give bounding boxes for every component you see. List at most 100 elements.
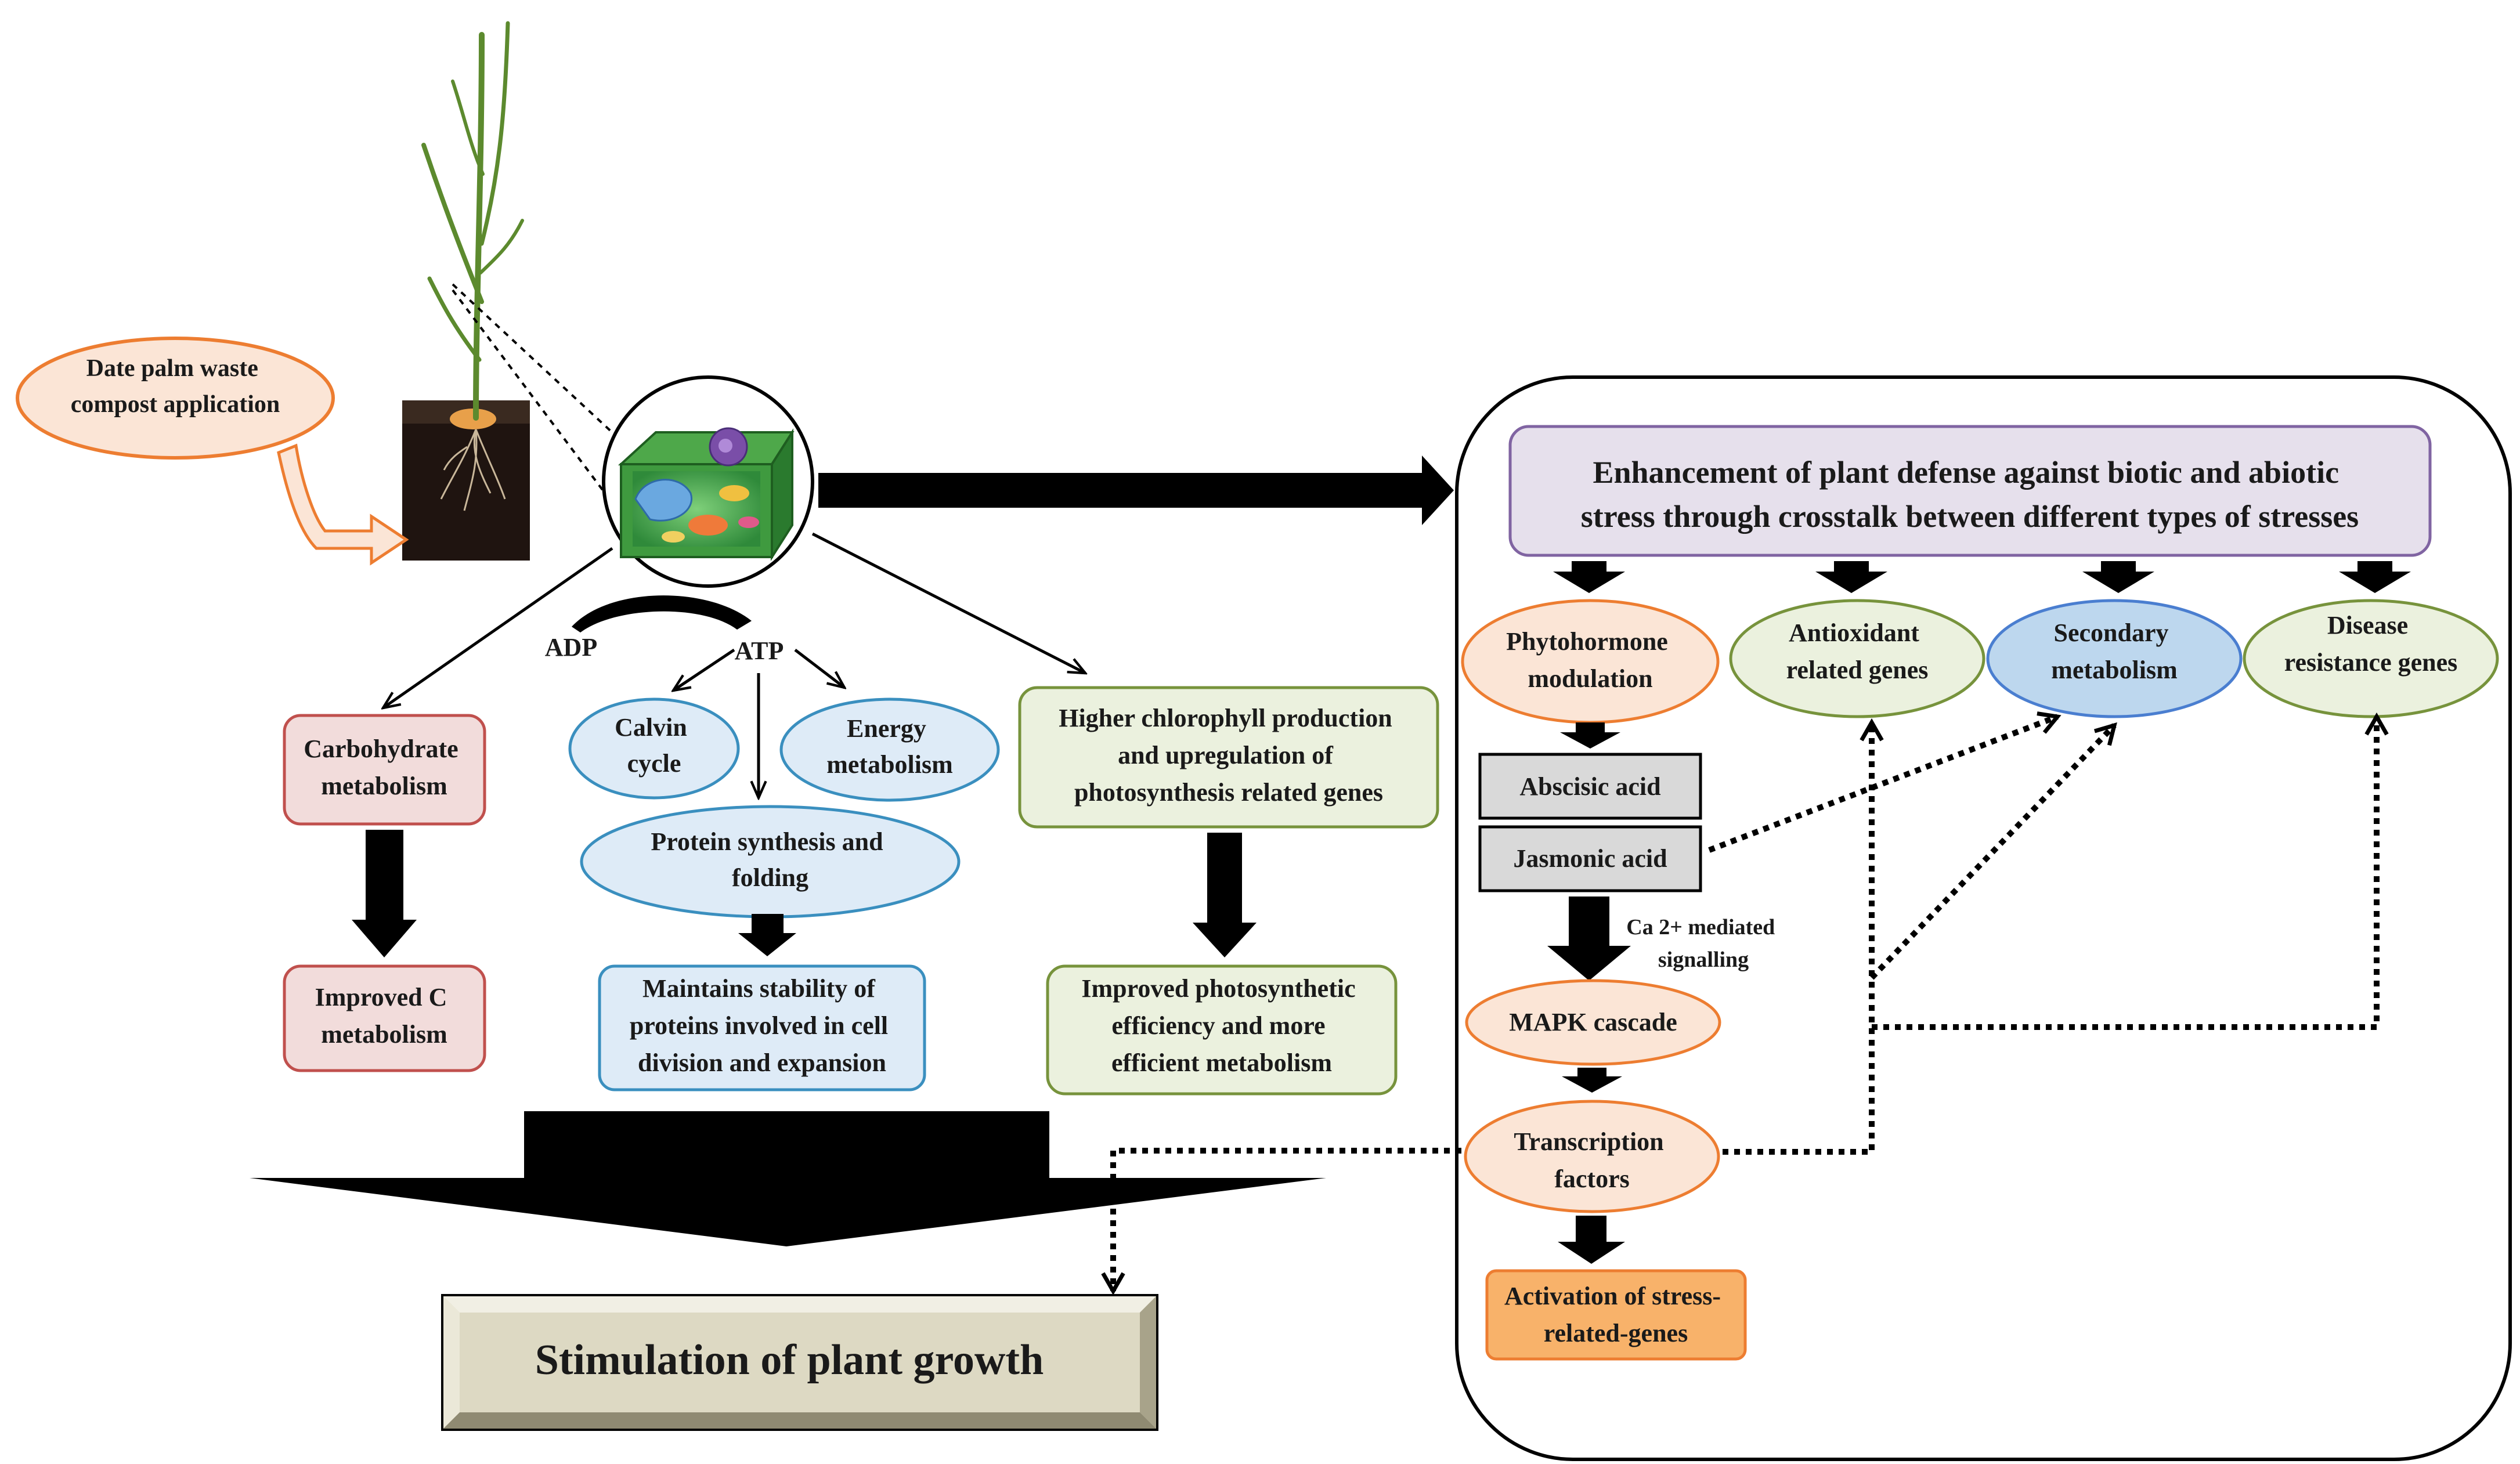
chloro-down-arrow — [1193, 833, 1257, 957]
seed — [450, 409, 496, 429]
protein-line-1: Protein synthesis and — [651, 827, 883, 856]
chloro-line-2: and upregulation of — [1118, 741, 1334, 769]
calvin-node: Calvin cycle — [568, 697, 740, 800]
chlorophyll-node: Higher chlorophyll production and upregu… — [1018, 686, 1439, 829]
disease-line-1: Disease — [2327, 611, 2408, 639]
maintains-line-1: Maintains stability of — [642, 974, 876, 1003]
jasmonic-to-secondary — [1708, 711, 2062, 853]
svg-text:Calvin cycle: Calvin cycle — [615, 713, 694, 778]
svg-text:Antioxidant related gene: Antioxidant related genes — [1786, 619, 1929, 684]
svg-text:Phytohormone modulation: Phytohormone modulation — [1506, 627, 1674, 693]
svg-text:Activation of stress- re: Activation of stress- related-genes — [1504, 1282, 1727, 1347]
funnel-arrow — [250, 1111, 1326, 1246]
phyto-line-2: modulation — [1528, 664, 1652, 693]
energy-line-2: metabolism — [826, 750, 953, 779]
compost-node: Date palm waste compost application — [16, 337, 335, 460]
atp-label: ATP — [735, 637, 784, 665]
svg-text:Energy metabolism: Energy metabolism — [826, 714, 953, 779]
cell-thin-arrows — [383, 532, 1085, 798]
mapk-node: MAPK cascade — [1465, 979, 1721, 1066]
improved-c-line-2: metabolism — [321, 1020, 447, 1049]
svg-text:Maintains stability of p: Maintains stability of proteins involved… — [630, 974, 894, 1077]
maintains-line-3: division and expansion — [638, 1049, 886, 1077]
phyto-line-1: Phytohormone — [1506, 627, 1668, 656]
plant-illustration — [402, 21, 530, 561]
svg-text:Secondary metabolism: Secondary metabolism — [2051, 619, 2178, 684]
disease-node: Disease resistance genes — [2243, 599, 2499, 718]
calvin-line-2: cycle — [627, 749, 681, 778]
antiox-line-2: related genes — [1786, 656, 1929, 684]
jasmonic-down-arrow — [1547, 897, 1631, 981]
carbo-down-arrow — [352, 830, 417, 957]
activation-line-2: related-genes — [1544, 1319, 1688, 1347]
svg-text:Improved C metabolism: Improved C metabolism — [315, 983, 454, 1049]
svg-text:Enhancement of plant defense a: Enhancement of plant defense against bio… — [1581, 455, 2359, 534]
carbo-line-1: Carbohydrate — [304, 735, 458, 763]
photo-eff-line-1: Improved photosynthetic — [1081, 974, 1355, 1003]
chloro-line-1: Higher chlorophyll production — [1059, 704, 1392, 732]
tf-to-antiox — [1723, 718, 1884, 1155]
carbohydrate-node: Carbohydrate metabolism — [283, 714, 486, 826]
compost-label: Date palm waste compost application — [71, 355, 280, 418]
activation-line-1: Activation of stress- — [1504, 1282, 1721, 1310]
stimulation-node: Stimulation of plant growth — [441, 1294, 1158, 1431]
ca-signal-label: Ca 2+ mediated signalling — [1626, 915, 1780, 972]
compost-curved-arrow — [277, 443, 409, 566]
adp-atp-arc — [572, 595, 752, 632]
disease-line-2: resistance genes — [2284, 648, 2458, 677]
tf-to-stimulation — [1101, 1148, 1461, 1296]
maintains-node: Maintains stability of proteins involved… — [598, 964, 926, 1091]
carbo-line-2: metabolism — [321, 772, 447, 800]
zoom-lines — [452, 283, 616, 500]
dotted-arrows — [1101, 711, 2389, 1296]
svg-text:Disease resistance genes: Disease resistance genes — [2284, 611, 2458, 677]
maintains-line-2: proteins involved in cell — [630, 1011, 888, 1040]
mapk-label: MAPK cascade — [1509, 1008, 1677, 1036]
tf-line-1: Transcription — [1514, 1127, 1663, 1156]
ca-line-2: signalling — [1658, 948, 1749, 972]
enhancement-line-1: Enhancement of plant defense against bio… — [1593, 455, 2339, 490]
compost-line-1: Date palm waste — [86, 355, 258, 382]
protein-node: Protein synthesis and folding — [580, 805, 961, 919]
jasmonic-node: Jasmonic acid — [1478, 825, 1702, 892]
ca-line-1: Ca 2+ mediated — [1626, 915, 1775, 939]
activation-node: Activation of stress- related-genes — [1485, 1269, 1747, 1361]
improved-c-line-1: Improved C — [315, 983, 447, 1011]
svg-text:Protein synthesis and fo: Protein synthesis and folding — [651, 827, 889, 892]
adp-label: ADP — [545, 633, 597, 661]
photo-eff-node: Improved photosynthetic efficiency and m… — [1046, 964, 1398, 1096]
photo-eff-line-2: efficiency and more — [1111, 1011, 1325, 1040]
secondary-line-2: metabolism — [2051, 656, 2178, 684]
antiox-node: Antioxidant related genes — [1729, 599, 1985, 718]
stem-leaves — [421, 21, 524, 421]
enhancement-line-2: stress through crosstalk between differe… — [1581, 499, 2359, 534]
tf-line-2: factors — [1554, 1165, 1630, 1193]
cell-to-defense-arrow — [818, 456, 1454, 525]
secondary-node: Secondary metabolism — [1986, 599, 2243, 718]
protein-down-arrow — [738, 914, 796, 956]
tf-down-arrow — [1558, 1216, 1625, 1264]
photo-eff-line-3: efficient metabolism — [1111, 1049, 1332, 1077]
energy-line-1: Energy — [847, 714, 926, 743]
secondary-line-1: Secondary — [2054, 619, 2169, 647]
crosstalk-to-disease — [1872, 712, 2389, 1030]
stimulation-label: Stimulation of plant growth — [535, 1336, 1044, 1384]
energy-node: Energy metabolism — [779, 697, 1000, 802]
plant-cell-icon — [602, 375, 814, 588]
phyto-down-arrow — [1560, 722, 1620, 749]
phyto-node: Phytohormone modulation — [1461, 599, 1720, 724]
chloro-line-3: photosynthesis related genes — [1074, 778, 1383, 807]
tf-node: Transcription factors — [1464, 1100, 1720, 1213]
calvin-line-1: Calvin — [615, 713, 687, 742]
enhancement-down-arrows — [1553, 561, 2411, 593]
antiox-line-1: Antioxidant — [1789, 619, 1919, 647]
roots — [440, 429, 506, 511]
protein-line-2: folding — [732, 863, 808, 892]
svg-text:Higher chlorophyll production: Higher chlorophyll production and upregu… — [1059, 704, 1399, 807]
enhancement-node: Enhancement of plant defense against bio… — [1508, 425, 2432, 557]
improved-c-node: Improved C metabolism — [283, 964, 486, 1072]
svg-text:Improved photosynthetic: Improved photosynthetic efficiency and m… — [1081, 974, 1362, 1077]
svg-text:Transcription factors: Transcription factors — [1514, 1127, 1670, 1193]
